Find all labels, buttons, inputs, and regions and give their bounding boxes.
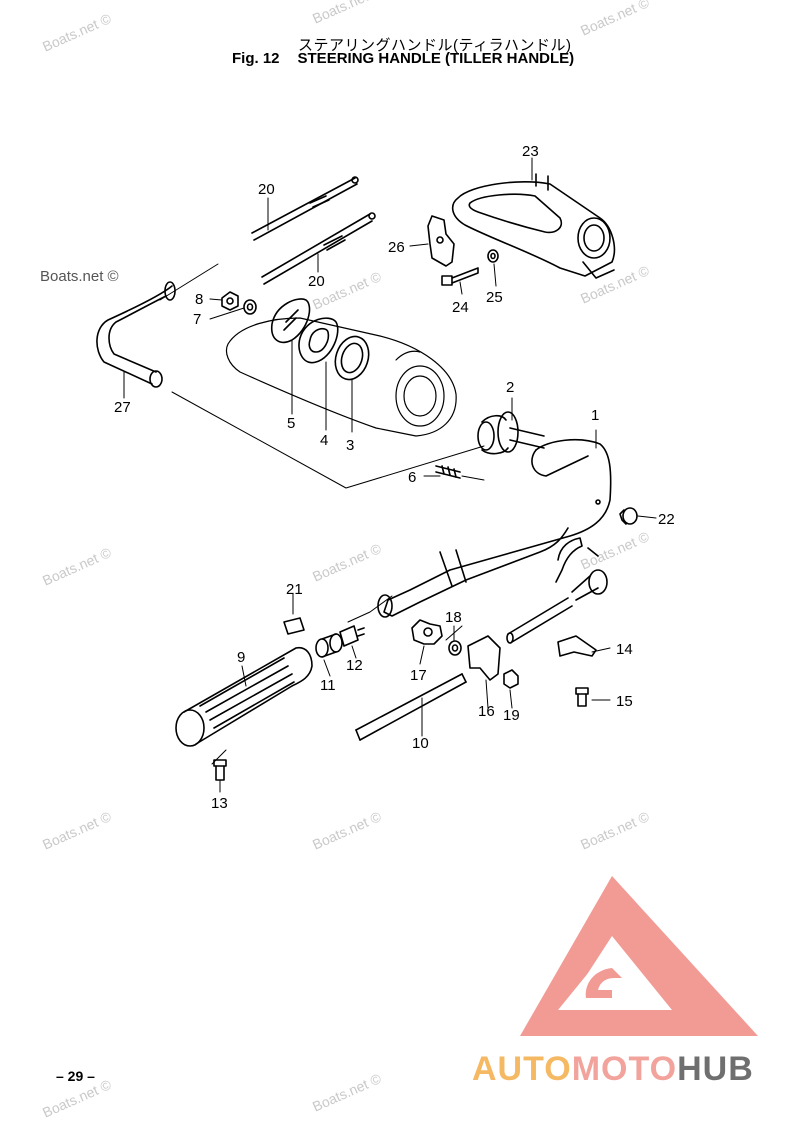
part-1-tiller-arm xyxy=(377,438,612,618)
part-18-washer xyxy=(448,640,462,656)
figure-number: Fig. 12 xyxy=(232,50,280,67)
throttle-knob xyxy=(506,569,608,644)
callout-19: 19 xyxy=(503,707,520,724)
part-20-cable xyxy=(261,212,376,285)
page-number: – 29 – xyxy=(56,1068,95,1084)
part-5-plate xyxy=(270,298,311,344)
part-12-pin xyxy=(339,625,365,647)
part-22-plug xyxy=(619,507,638,525)
logo-word-auto: AUTO xyxy=(472,1050,572,1088)
part-14-clip xyxy=(557,635,597,657)
callout-23: 23 xyxy=(522,143,539,160)
part-17-knob xyxy=(411,619,443,645)
callout-26: 26 xyxy=(388,239,405,256)
logo-word-hub: HUB xyxy=(677,1050,754,1088)
callout-11: 11 xyxy=(320,677,336,694)
callout-1: 1 xyxy=(591,407,599,424)
part-15-screw xyxy=(575,687,589,707)
part-2-bushing xyxy=(477,411,545,455)
figure-title-japanese: ステアリングハンドル(ティラハンドル) xyxy=(298,37,572,54)
part-24-bolt xyxy=(441,267,479,286)
part-27-hose xyxy=(96,281,176,388)
logo-triangle-icon xyxy=(520,876,758,1036)
part-20-cable xyxy=(251,176,359,241)
callout-2: 2 xyxy=(506,379,514,396)
part-7-washer xyxy=(243,299,257,315)
callout-18: 18 xyxy=(445,609,462,626)
callout-20b: 20 xyxy=(308,273,325,290)
callout-10: 10 xyxy=(412,735,429,752)
part-26-bracket xyxy=(427,215,455,267)
part-13-screw xyxy=(213,759,227,781)
callout-17: 17 xyxy=(410,667,427,684)
callout-24: 24 xyxy=(452,299,469,316)
callout-21: 21 xyxy=(286,581,303,598)
callout-12: 12 xyxy=(346,657,363,674)
callout-3: 3 xyxy=(346,437,354,454)
logo-word-moto: MOTO xyxy=(571,1050,678,1088)
part-21-label xyxy=(283,617,305,635)
part-25-washer xyxy=(487,249,499,263)
callout-9: 9 xyxy=(237,649,245,666)
callout-13: 13 xyxy=(211,795,228,812)
assembly-guide-lines xyxy=(159,263,485,765)
callout-25: 25 xyxy=(486,289,503,306)
logo-wordmark: AUTOMOTOHUB xyxy=(472,1050,754,1089)
part-23-housing xyxy=(451,173,616,279)
figure-title-english: STEERING HANDLE (TILLER HANDLE) xyxy=(297,50,575,67)
watermark: Boats.net © xyxy=(40,268,119,285)
part-9-grip xyxy=(175,646,313,747)
callout-20a: 20 xyxy=(258,181,275,198)
callout-6: 6 xyxy=(408,469,416,486)
part-4-gasket xyxy=(298,317,339,364)
part-19-nut xyxy=(503,669,519,689)
part-11-collar xyxy=(315,633,343,658)
part-10-rod xyxy=(355,673,467,741)
callout-15: 15 xyxy=(616,693,633,710)
part-6-stud xyxy=(435,465,461,479)
part-16-bracket xyxy=(467,635,501,681)
callout-27: 27 xyxy=(114,399,131,416)
part-3-gasket xyxy=(334,335,370,381)
callout-22: 22 xyxy=(658,511,675,528)
leader-lines xyxy=(123,157,657,793)
part-8-nut xyxy=(221,291,239,311)
callout-labels: 1 2 3 4 5 6 7 8 9 10 11 12 13 14 15 16 1… xyxy=(114,143,675,812)
callout-5: 5 xyxy=(287,415,295,432)
callout-4: 4 xyxy=(320,432,328,449)
callout-7: 7 xyxy=(193,311,201,328)
callout-16: 16 xyxy=(478,703,495,720)
callout-8: 8 xyxy=(195,291,203,308)
callout-14: 14 xyxy=(616,641,633,658)
figure-title: Fig. 12 STEERING HANDLE (TILLER HANDLE) xyxy=(232,50,574,67)
automotohub-logo xyxy=(520,876,758,1036)
